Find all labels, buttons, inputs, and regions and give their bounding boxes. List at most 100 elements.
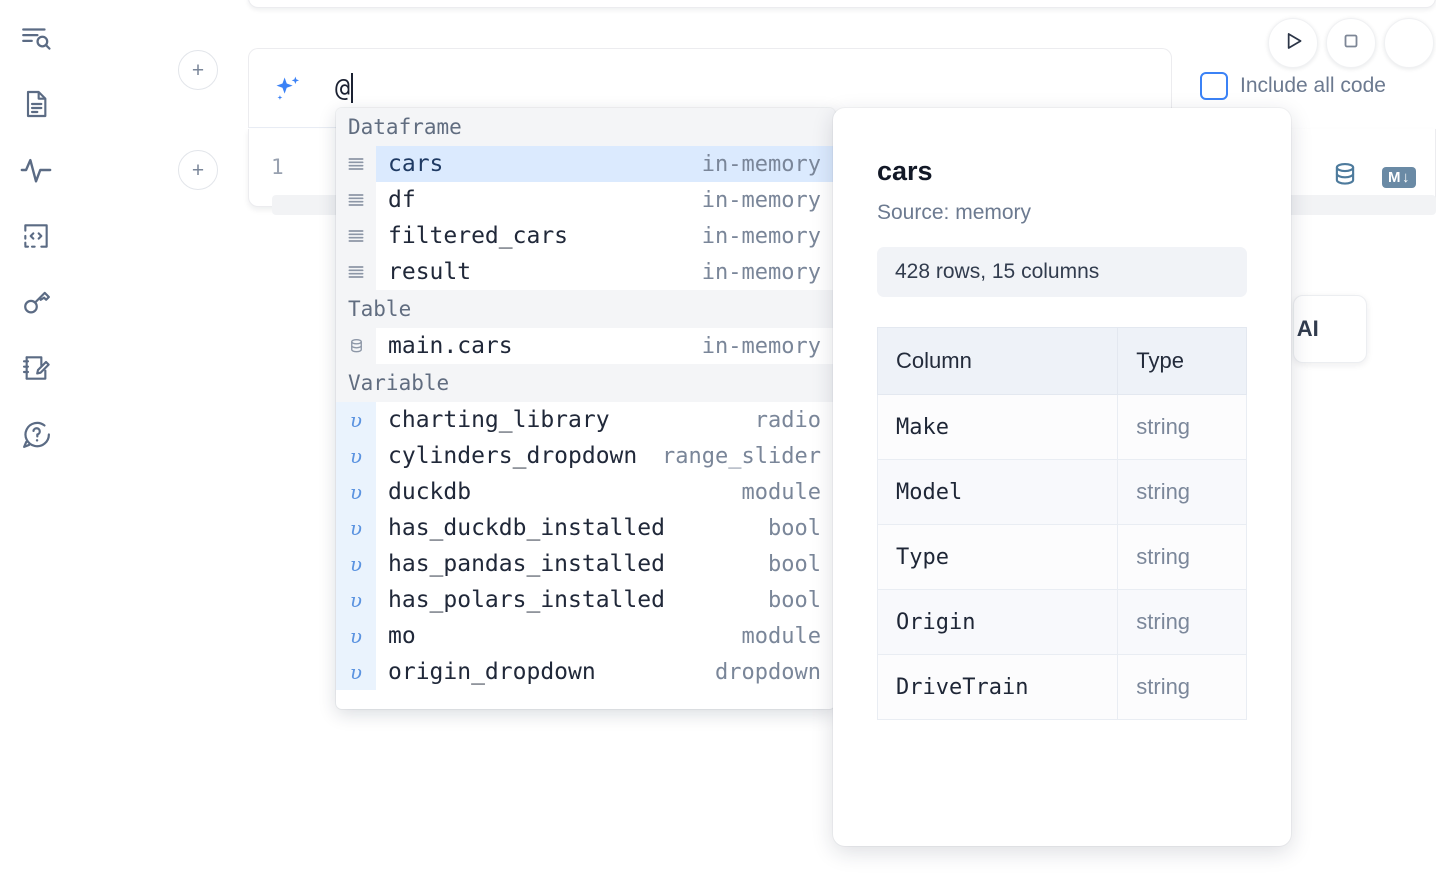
autocomplete-item-name: cars	[388, 151, 443, 177]
autocomplete-item-content: main.cars in-memory	[376, 328, 835, 364]
info-panel-source: Source: memory	[877, 201, 1291, 225]
autocomplete-item-type: range_slider	[644, 444, 821, 469]
schema-column-header: Type	[1118, 328, 1247, 395]
schema-column-type: string	[1118, 655, 1247, 720]
variable-icon: υ	[336, 474, 376, 510]
sidebar-item-notebook[interactable]	[14, 82, 58, 126]
autocomplete-item-content: carsin-memory	[376, 146, 835, 182]
autocomplete-item[interactable]: main.cars in-memory	[336, 328, 835, 364]
markdown-badge[interactable]: M↓	[1382, 167, 1416, 188]
ai-prompt-value: @	[335, 73, 350, 102]
help-icon	[20, 418, 53, 451]
autocomplete-item[interactable]: υcylinders_dropdownrange_slider	[336, 438, 835, 474]
autocomplete-item[interactable]: carsin-memory	[336, 146, 835, 182]
sidebar-item-help[interactable]	[14, 412, 58, 456]
schema-table: ColumnType MakestringModelstringTypestri…	[877, 327, 1247, 720]
autocomplete-item-content: charting_libraryradio	[376, 402, 835, 438]
autocomplete-item[interactable]: υorigin_dropdowndropdown	[336, 654, 835, 690]
autocomplete-item-content: dfin-memory	[376, 182, 835, 218]
previous-cell-fragment	[248, 0, 1436, 8]
schema-table-row: Modelstring	[878, 460, 1247, 525]
variable-icon: υ	[336, 510, 376, 546]
autocomplete-section-header: Table	[336, 290, 835, 328]
scratchpad-icon	[20, 352, 52, 384]
autocomplete-item-type: module	[724, 624, 821, 649]
variable-icon: υ	[336, 438, 376, 474]
autocomplete-item-type: bool	[750, 516, 821, 541]
autocomplete-item-name: has_polars_installed	[388, 587, 665, 613]
variable-icon: υ	[336, 402, 376, 438]
include-all-code-checkbox[interactable]	[1200, 72, 1228, 100]
autocomplete-section-header: Dataframe	[336, 108, 835, 146]
autocomplete-item-type: in-memory	[684, 334, 821, 359]
autocomplete-item-name: mo	[388, 623, 416, 649]
autocomplete-item[interactable]: resultin-memory	[336, 254, 835, 290]
activity-icon	[19, 153, 53, 187]
dataframe-icon	[336, 254, 376, 290]
add-cell-button-bottom[interactable]: +	[178, 150, 218, 190]
sidebar-item-scratchpad[interactable]	[14, 346, 58, 390]
autocomplete-item[interactable]: υ has_polars_installed bool	[336, 582, 835, 618]
include-all-code-row[interactable]: Include all code	[1200, 72, 1386, 100]
autocomplete-item-content: mo module	[376, 618, 835, 654]
autocomplete-item-name: charting_library	[388, 407, 610, 433]
autocomplete-item[interactable]: υduckdbmodule	[336, 474, 835, 510]
text-caret	[351, 73, 353, 103]
autocomplete-section-header: Variable	[336, 364, 835, 402]
run-button[interactable]	[1268, 18, 1318, 68]
variable-info-panel: cars Source: memory 428 rows, 15 columns…	[833, 108, 1291, 846]
schema-column-name: Type	[878, 525, 1118, 590]
schema-column-type: string	[1118, 525, 1247, 590]
schema-column-name: Origin	[878, 590, 1118, 655]
autocomplete-item-name: main.cars	[388, 333, 513, 359]
autocomplete-item-name: filtered_cars	[388, 223, 568, 249]
variable-icon: υ	[336, 618, 376, 654]
schema-table-row: DriveTrainstring	[878, 655, 1247, 720]
autocomplete-item[interactable]: dfin-memory	[336, 182, 835, 218]
add-cell-button-top[interactable]: +	[178, 50, 218, 90]
autocomplete-item-content: has_duckdb_installed bool	[376, 510, 835, 546]
ai-prompt-input[interactable]: @	[335, 73, 353, 103]
schema-column-type: string	[1118, 395, 1247, 460]
sparkles-icon	[271, 73, 305, 107]
sidebar-item-explore[interactable]	[14, 16, 58, 60]
database-icon[interactable]	[1330, 160, 1360, 195]
autocomplete-item-content: filtered_carsin-memory	[376, 218, 835, 254]
sidebar-item-secrets[interactable]	[14, 280, 58, 324]
sidebar-item-activity[interactable]	[14, 148, 58, 192]
schema-table-header-row: ColumnType	[878, 328, 1247, 395]
dataframe-icon	[336, 218, 376, 254]
autocomplete-item-content: has_polars_installed bool	[376, 582, 835, 618]
dataframe-icon	[336, 146, 376, 182]
schema-column-name: Model	[878, 460, 1118, 525]
autocomplete-item[interactable]: υ has_duckdb_installed bool	[336, 510, 835, 546]
snippets-icon	[20, 220, 52, 252]
include-all-code-label: Include all code	[1240, 74, 1386, 98]
autocomplete-item-name: df	[388, 187, 416, 213]
schema-column-type: string	[1118, 460, 1247, 525]
schema-column-header: Column	[878, 328, 1118, 395]
database-icon	[336, 328, 376, 364]
autocomplete-item[interactable]: υcharting_libraryradio	[336, 402, 835, 438]
autocomplete-item[interactable]: filtered_carsin-memory	[336, 218, 835, 254]
more-actions-button[interactable]	[1384, 18, 1434, 68]
autocomplete-item-type: bool	[750, 588, 821, 613]
variable-icon: υ	[336, 582, 376, 618]
ai-hint-card[interactable]: h AI	[1293, 295, 1367, 363]
sidebar-item-snippets[interactable]	[14, 214, 58, 258]
add-cell-label: +	[192, 60, 204, 81]
autocomplete-item[interactable]: υmo module	[336, 618, 835, 654]
autocomplete-item-content: cylinders_dropdownrange_slider	[376, 438, 835, 474]
dataframe-icon	[336, 182, 376, 218]
line-number: 1	[271, 155, 284, 179]
autocomplete-item-name: has_duckdb_installed	[388, 515, 665, 541]
autocomplete-item-content: has_pandas_installedbool	[376, 546, 835, 582]
autocomplete-dropdown[interactable]: Dataframecarsin-memorydfin-memoryfiltere…	[336, 108, 835, 709]
autocomplete-item-content: origin_dropdowndropdown	[376, 654, 835, 690]
stop-button[interactable]	[1326, 18, 1376, 68]
autocomplete-item[interactable]: υhas_pandas_installedbool	[336, 546, 835, 582]
document-icon	[20, 88, 52, 120]
stop-icon	[1339, 29, 1363, 58]
autocomplete-item-content: resultin-memory	[376, 254, 835, 290]
